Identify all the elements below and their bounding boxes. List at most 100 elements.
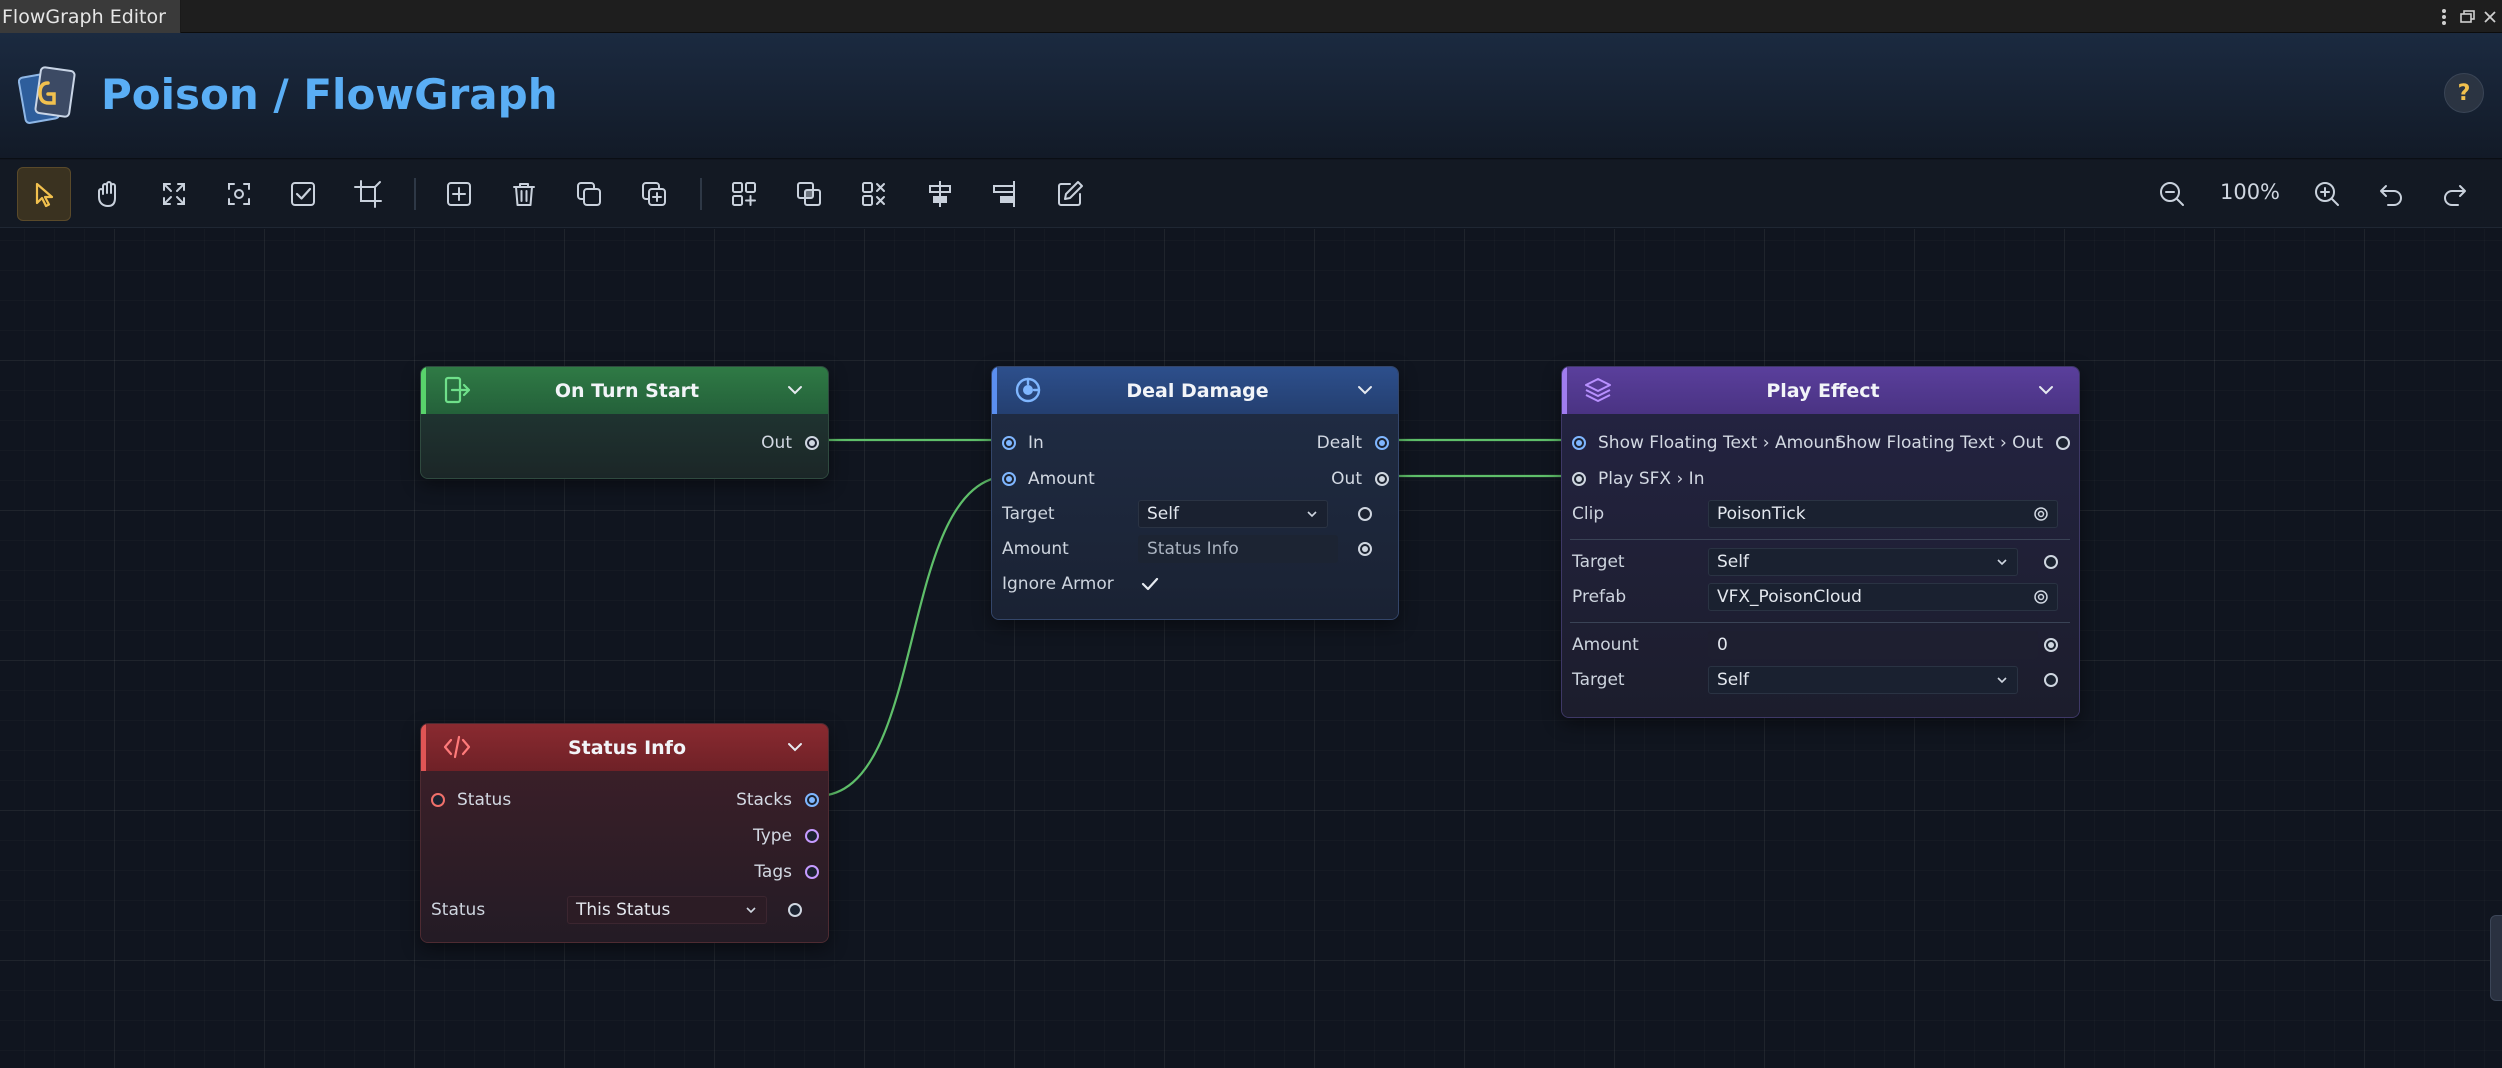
- port-sfx-in[interactable]: [1572, 472, 1586, 486]
- port-amount-in[interactable]: [1002, 472, 1016, 486]
- port-dealt[interactable]: [1375, 436, 1389, 450]
- amount-label: Amount: [1002, 539, 1069, 559]
- delete-node-button[interactable]: [497, 167, 551, 221]
- port-target[interactable]: [1358, 507, 1372, 521]
- merge-group-button[interactable]: [782, 167, 836, 221]
- focus-selection-button[interactable]: [212, 167, 266, 221]
- select-all-button[interactable]: [276, 167, 330, 221]
- trash-icon: [513, 183, 535, 206]
- target-select[interactable]: Self: [1708, 666, 2018, 694]
- chevron-down-icon: [746, 907, 756, 914]
- duplicate-node-button[interactable]: [562, 167, 616, 221]
- port-floating-out[interactable]: [2056, 436, 2070, 450]
- align-center-button[interactable]: [913, 167, 967, 221]
- object-picker-icon[interactable]: [2033, 506, 2049, 522]
- window-titlebar: FlowGraph Editor: [0, 0, 2502, 33]
- zoom-level: 100%: [2219, 180, 2281, 204]
- grid-x-icon: [862, 182, 885, 206]
- add-node-button[interactable]: [432, 167, 486, 221]
- target-value: Self: [1717, 670, 1749, 690]
- prefab-value: VFX_PoisonCloud: [1717, 587, 1862, 607]
- node-on-turn-start[interactable]: On Turn Start Out: [420, 366, 829, 479]
- node-header[interactable]: Play Effect: [1562, 367, 2079, 414]
- chevron-down-icon[interactable]: [1354, 379, 1376, 401]
- edit-icon: [1058, 181, 1083, 206]
- focus-icon: [228, 183, 250, 205]
- port-amount-value[interactable]: [1358, 542, 1372, 556]
- port-in[interactable]: [1002, 436, 1016, 450]
- chevron-down-icon[interactable]: [784, 379, 806, 401]
- side-panel-handle[interactable]: [2490, 915, 2502, 1001]
- redo-button[interactable]: [2428, 167, 2482, 221]
- undo-button[interactable]: [2364, 167, 2418, 221]
- add-group-button[interactable]: [717, 167, 771, 221]
- clip-field[interactable]: PoisonTick: [1708, 500, 2058, 528]
- chevron-down-icon[interactable]: [784, 736, 806, 758]
- object-picker-icon[interactable]: [2033, 589, 2049, 605]
- zoom-out-button[interactable]: [2145, 167, 2199, 221]
- ignore-armor-checkbox[interactable]: [1138, 572, 1162, 596]
- port-stacks[interactable]: [805, 793, 819, 807]
- section-divider: [1570, 622, 2070, 623]
- node-body: Show Floating Text › Amount Show Floatin…: [1562, 414, 2079, 717]
- pan-tool-button[interactable]: [81, 167, 135, 221]
- graph-canvas[interactable]: On Turn Start Out Deal Damage In Dealt: [0, 229, 2502, 1068]
- fit-view-button[interactable]: [147, 167, 201, 221]
- main-toolbar: 100%: [0, 160, 2502, 228]
- edit-node-button[interactable]: [1043, 167, 1097, 221]
- close-icon[interactable]: [2478, 0, 2502, 33]
- port-floating-amount[interactable]: [1572, 436, 1586, 450]
- port-status-in[interactable]: [431, 793, 445, 807]
- editor-tab[interactable]: FlowGraph Editor: [0, 0, 181, 33]
- help-button[interactable]: ?: [2444, 73, 2484, 113]
- select-tool-button[interactable]: [17, 167, 71, 221]
- more-menu-icon[interactable]: [2432, 0, 2456, 33]
- target-select[interactable]: Self: [1138, 500, 1328, 528]
- undo-icon: [2380, 185, 2402, 206]
- node-play-effect[interactable]: Play Effect Show Floating Text › Amount …: [1561, 366, 2080, 718]
- port-type[interactable]: [805, 829, 819, 843]
- port-target[interactable]: [2044, 555, 2058, 569]
- target-select[interactable]: Self: [1708, 548, 2018, 576]
- align-right-button[interactable]: [977, 167, 1031, 221]
- amount-label: Amount: [1572, 635, 1639, 655]
- node-deal-damage[interactable]: Deal Damage In Dealt Amount Out Target S…: [991, 366, 1399, 620]
- port-out[interactable]: [1375, 472, 1389, 486]
- ungroup-button[interactable]: [847, 167, 901, 221]
- maximize-icon[interactable]: [2456, 0, 2480, 33]
- node-header[interactable]: Status Info: [421, 724, 828, 771]
- crop-tool-button[interactable]: [341, 167, 395, 221]
- target-label: Target: [1572, 670, 1625, 690]
- copy-paste-button[interactable]: [627, 167, 681, 221]
- port-status-label: Status: [457, 790, 512, 810]
- prefab-field[interactable]: VFX_PoisonCloud: [1708, 583, 2058, 611]
- node-header[interactable]: On Turn Start: [421, 367, 828, 414]
- grid-plus-icon: [732, 182, 756, 206]
- port-out[interactable]: [805, 436, 819, 450]
- checkbox-icon: [291, 182, 315, 206]
- node-status-info[interactable]: Status Info Status Stacks Type Tags Stat…: [420, 723, 829, 943]
- status-label: Status: [431, 900, 486, 920]
- port-type-label: Type: [752, 826, 792, 846]
- node-header[interactable]: Deal Damage: [992, 367, 1398, 414]
- target-label: Target: [1572, 552, 1625, 572]
- port-tags[interactable]: [805, 865, 819, 879]
- connection-wires: [816, 438, 1580, 798]
- port-amount[interactable]: [2044, 638, 2058, 652]
- status-value: This Status: [576, 900, 671, 920]
- amount-field[interactable]: 0: [1708, 631, 2038, 659]
- port-out-label: Out: [761, 433, 792, 453]
- section-divider: [1570, 539, 2070, 540]
- port-sfx-in-label: Play SFX › In: [1598, 469, 1705, 489]
- zoom-in-button[interactable]: [2300, 167, 2354, 221]
- chevron-down-icon[interactable]: [2035, 379, 2057, 401]
- copy-icon: [577, 182, 601, 206]
- port-status-value[interactable]: [788, 903, 802, 917]
- crop-icon: [354, 180, 382, 208]
- align-right-icon: [993, 181, 1015, 207]
- status-select[interactable]: This Status: [567, 896, 767, 924]
- port-floating-amount-label: Show Floating Text › Amount: [1598, 433, 1842, 453]
- amount-field[interactable]: Status Info: [1138, 535, 1338, 563]
- node-title: On Turn Start: [554, 379, 700, 402]
- port-target[interactable]: [2044, 673, 2058, 687]
